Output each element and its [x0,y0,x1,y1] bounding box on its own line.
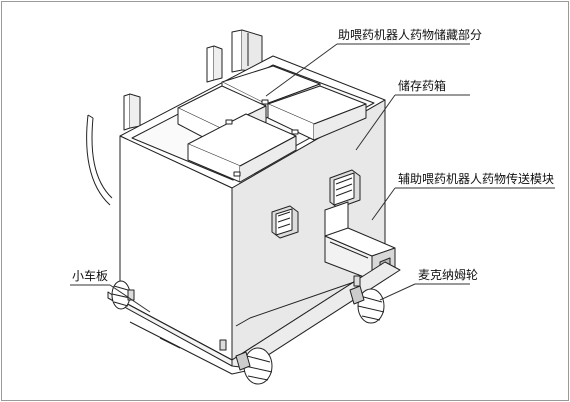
wheel-front-right [349,275,385,324]
left-handle [86,114,113,206]
leader-mecanum-wheel [379,283,470,301]
leader-transfer-module [371,187,555,221]
leader-storage-section [265,43,470,97]
label-cart-plate: 小车板 [72,269,109,283]
back-posts [123,29,263,131]
leader-storage-box [355,94,470,151]
side-bracket-left [271,205,299,239]
wheel-rear-front [219,339,273,385]
label-storage-section: 助喂药机器人药物储藏部分 [338,28,483,42]
mecanum-wheels [111,275,385,385]
side-bracket-right [329,169,361,209]
label-transfer-module: 辅助喂药机器人药物传送模块 [398,172,555,186]
compartments [177,65,367,183]
label-mecanum-wheel: 麦克纳姆轮 [418,268,479,282]
compartment-tabs [225,99,299,177]
wheel-front-left [111,280,135,310]
leader-cart-plate [70,284,151,313]
leader-lines [70,43,555,313]
label-storage-box: 储存药箱 [398,79,447,93]
